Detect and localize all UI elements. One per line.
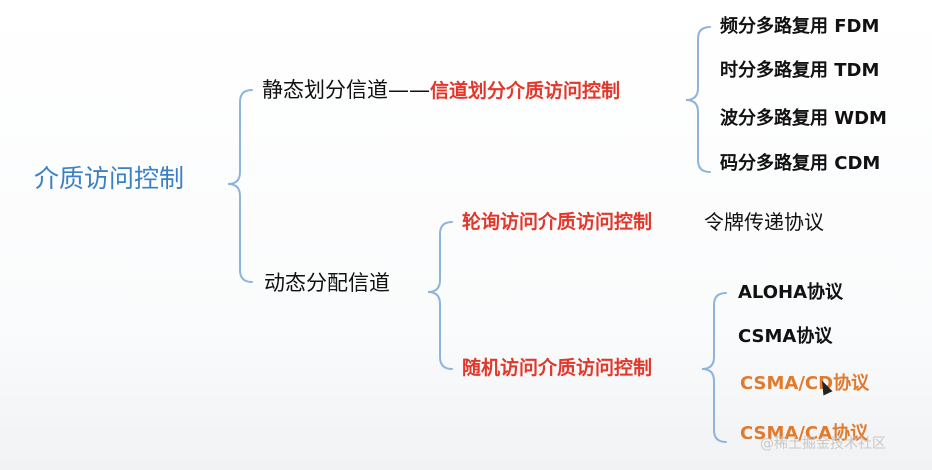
root-bracket bbox=[227, 89, 253, 283]
static-branch-sublabel: 信道划分介质访问控制 bbox=[430, 80, 621, 102]
dynamic-bracket bbox=[427, 221, 453, 370]
token-passing-label: 令牌传递协议 bbox=[704, 210, 824, 234]
root-node: 介质访问控制 bbox=[34, 164, 185, 193]
leaf-fdm: 频分多路复用 FDM bbox=[720, 16, 880, 37]
leaf-cdm: 码分多路复用 CDM bbox=[720, 153, 881, 174]
leaf-csma-ca: CSMA/CA协议 bbox=[740, 423, 869, 444]
random-label: 随机访问介质访问控制 bbox=[462, 357, 653, 379]
leaf-aloha: ALOHA协议 bbox=[738, 282, 844, 303]
leaf-tdm: 时分多路复用 TDM bbox=[720, 60, 880, 81]
watermark: @稀土掘金技术社区 bbox=[760, 436, 886, 452]
static-bracket bbox=[685, 26, 711, 173]
polling-label: 轮询访问介质访问控制 bbox=[462, 211, 653, 233]
static-branch-label: 静态划分信道—— bbox=[262, 78, 430, 102]
leaf-csma: CSMA协议 bbox=[738, 326, 833, 347]
leaf-wdm: 波分多路复用 WDM bbox=[720, 108, 887, 129]
leaf-csma-cd: CSMA/CD协议 bbox=[740, 373, 870, 394]
random-bracket bbox=[701, 292, 727, 443]
static-branch-node: 静态划分信道——信道划分介质访问控制 bbox=[262, 80, 620, 101]
dynamic-branch-label: 动态分配信道 bbox=[264, 271, 390, 295]
